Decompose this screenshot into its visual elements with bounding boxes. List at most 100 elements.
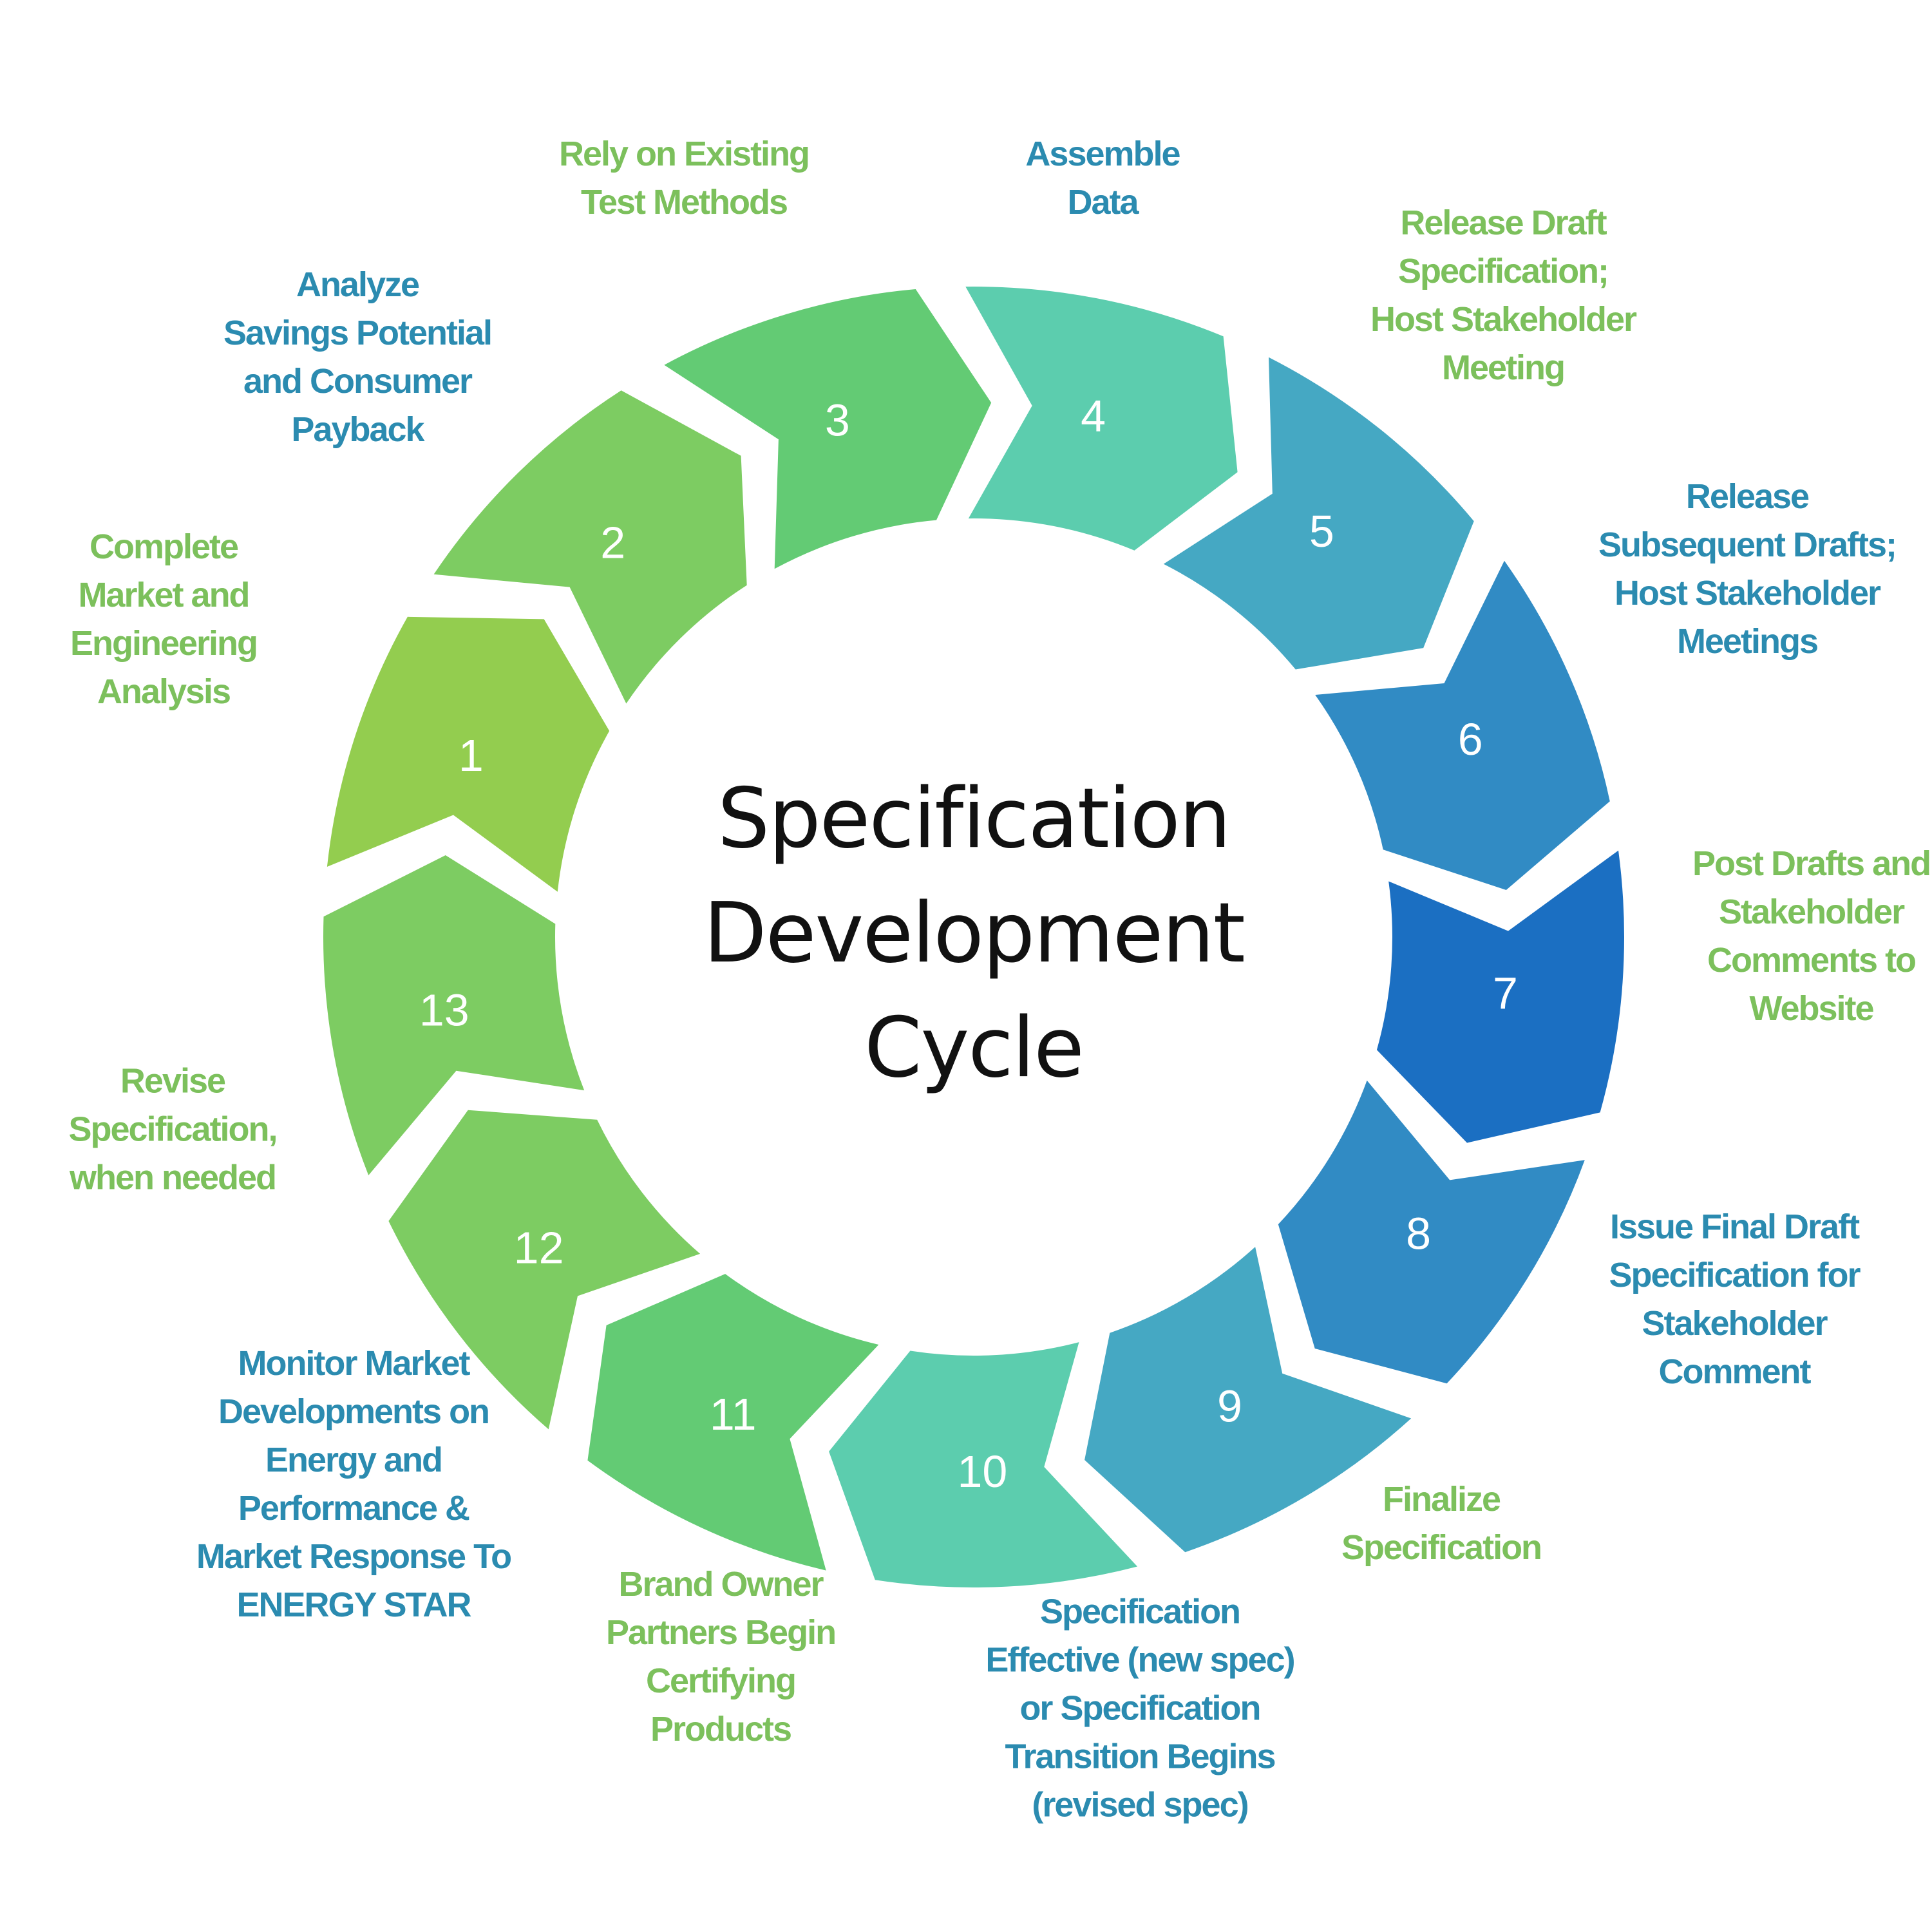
cycle-step-10: 10: [829, 1342, 1138, 1587]
label-line: Market and: [78, 576, 250, 614]
title-line: Cycle: [864, 1000, 1084, 1096]
label-line: or Specification: [1019, 1689, 1261, 1728]
label-line: Savings Potential: [223, 314, 493, 352]
step-arrow: [1084, 1247, 1412, 1553]
label-line: Post Drafts and: [1692, 844, 1931, 883]
step-number: 12: [514, 1222, 564, 1273]
cycle-step-13: 13: [323, 855, 585, 1175]
label-line: Partners Begin: [605, 1613, 837, 1652]
label-line: Transition Begins: [1005, 1737, 1276, 1776]
step-number: 5: [1309, 506, 1334, 556]
cycle-step-9: 9: [1084, 1247, 1412, 1553]
step-arrow: [664, 289, 992, 569]
label-line: when needed: [69, 1158, 277, 1197]
cycle-step-1: 1: [327, 616, 610, 892]
step-arrow: [1376, 850, 1624, 1143]
label-line: Payback: [291, 410, 424, 449]
label-line: Developments on: [218, 1392, 490, 1431]
step-arrow: [388, 1110, 701, 1430]
step-arrow: [965, 287, 1238, 551]
step-number: 10: [957, 1446, 1007, 1497]
label-line: Specification;: [1397, 252, 1609, 290]
label-line: Engineering: [70, 624, 258, 663]
label-line: Release Draft: [1400, 204, 1607, 242]
title-line: Development: [703, 886, 1245, 981]
label-line: Specification: [1039, 1592, 1241, 1631]
step-number: 9: [1217, 1381, 1242, 1432]
label-line: Energy and: [265, 1441, 443, 1479]
cycle-step-8: 8: [1278, 1080, 1585, 1384]
title-line: Specification: [717, 771, 1231, 867]
step-arrow: [1163, 357, 1474, 670]
label-line: Comment: [1658, 1352, 1811, 1391]
label-line: Rely on Existing: [558, 135, 810, 173]
label-line: Issue Final Draft: [1609, 1208, 1860, 1246]
cycle-step-11: 11: [587, 1274, 879, 1571]
label-line: Stakeholder: [1718, 893, 1905, 931]
label-line: Data: [1067, 183, 1139, 222]
label-line: Comments to: [1707, 941, 1917, 980]
step-arrow: [323, 855, 585, 1175]
label-line: Analysis: [97, 672, 231, 711]
cycle-step-2: 2: [433, 390, 747, 704]
label-line: Monitor Market: [238, 1344, 470, 1383]
step-number: 4: [1081, 391, 1106, 441]
step-number: 8: [1406, 1208, 1431, 1258]
step-number: 2: [600, 518, 625, 568]
cycle-step-3: 3: [664, 289, 992, 569]
label-line: Effective (new spec): [985, 1640, 1295, 1680]
step-number: 7: [1493, 968, 1518, 1018]
label-line: Revise: [120, 1061, 226, 1101]
label-line: Release: [1685, 477, 1810, 516]
label-line: Specification: [1341, 1528, 1542, 1567]
label-line: Brand Owner: [618, 1565, 824, 1604]
label-line: Stakeholder: [1642, 1304, 1828, 1343]
label-line: Assemble: [1025, 135, 1180, 173]
label-line: Products: [650, 1710, 792, 1748]
step-arrow: [1278, 1080, 1585, 1384]
step-arrow: [829, 1342, 1138, 1587]
label-line: Website: [1749, 989, 1875, 1028]
label-line: Market Response To: [196, 1537, 512, 1576]
step-number: 3: [825, 395, 850, 445]
step-arrow: [587, 1274, 879, 1571]
cycle-step-6: 6: [1315, 560, 1610, 890]
label-line: Specification for: [1609, 1256, 1861, 1294]
cycle-step-5: 5: [1163, 357, 1474, 670]
label-line: Host Stakeholder: [1614, 574, 1881, 612]
step-number: 1: [459, 730, 484, 781]
label-line: Finalize: [1382, 1480, 1501, 1519]
label-line: Test Methods: [580, 183, 788, 222]
label-line: Complete: [89, 527, 239, 566]
label-line: Meetings: [1676, 622, 1819, 661]
label-line: Subsequent Drafts;: [1598, 526, 1897, 564]
step-number: 11: [710, 1389, 757, 1439]
label-line: and Consumer: [243, 362, 473, 401]
label-line: Analyze: [296, 265, 420, 304]
label-line: Meeting: [1441, 348, 1566, 387]
label-line: (revised spec): [1032, 1785, 1249, 1824]
step-arrow: [1315, 560, 1610, 890]
label-line: Certifying: [645, 1662, 797, 1700]
step-number: 13: [419, 985, 469, 1035]
step-number: 6: [1458, 714, 1483, 764]
label-line: Performance &: [238, 1489, 470, 1528]
cycle-step-4: 4: [965, 287, 1238, 551]
label-line: ENERGY STAR: [236, 1586, 471, 1624]
diagram-title: Specification Development Cycle: [703, 762, 1245, 1106]
